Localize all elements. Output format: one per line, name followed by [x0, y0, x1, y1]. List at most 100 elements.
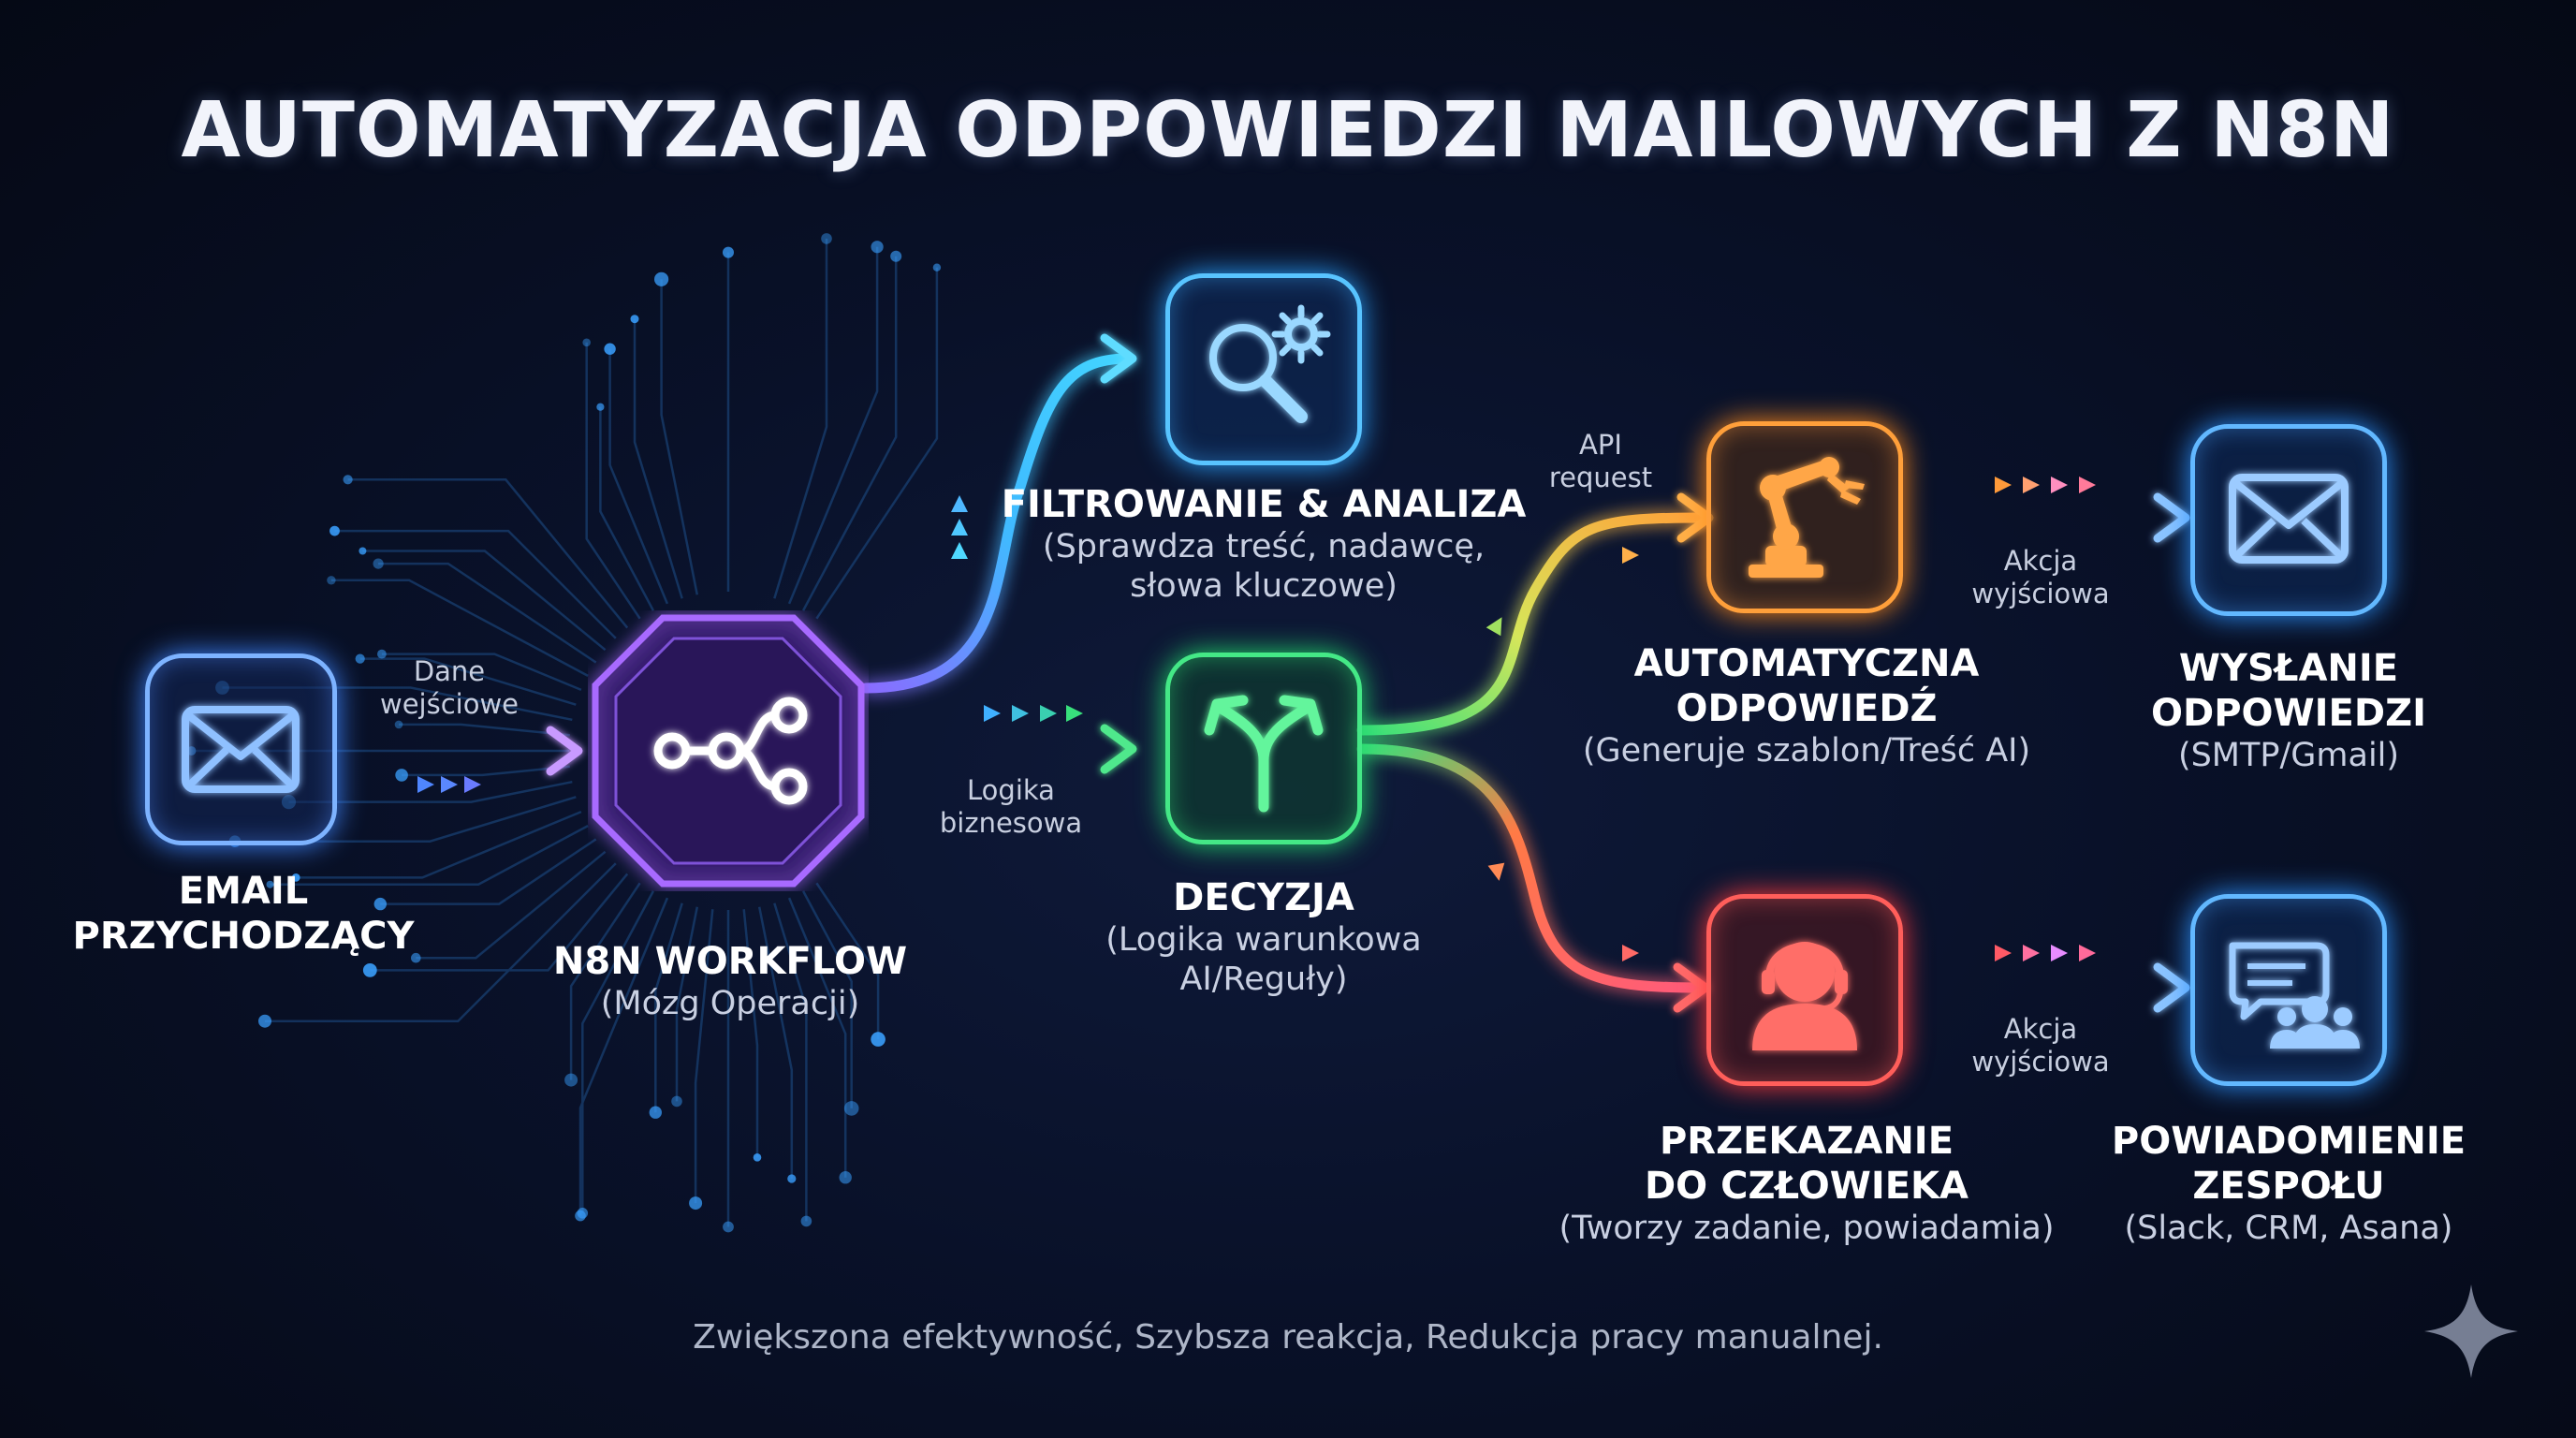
circuit-node-dot — [671, 1095, 682, 1108]
circuit-trace — [330, 579, 589, 678]
circuit-trace — [270, 824, 589, 886]
arrowhead-5 — [1673, 962, 1710, 1013]
flow-arrow-icon — [1487, 862, 1505, 881]
circuit-node-dot — [577, 1208, 589, 1219]
edge-label-output-action-1: Akcja wyjściowa — [1971, 545, 2110, 609]
flow-arrow-icon — [1040, 705, 1057, 722]
circuit-node-dot — [395, 769, 408, 782]
circuit-trace — [416, 850, 607, 960]
circuit-node-dot — [871, 1032, 886, 1047]
flow-arrow-icon — [2051, 945, 2068, 961]
sparkle-icon — [2424, 1284, 2518, 1378]
circuit-node-dot — [723, 1221, 734, 1233]
node-filter-analysis — [1165, 273, 1362, 465]
circuit-trace — [578, 897, 669, 1216]
node-n8n-workflow — [588, 610, 869, 891]
circuit-node-dot — [582, 338, 591, 347]
circuit-trace — [265, 862, 617, 1022]
circuit-trace — [694, 909, 714, 1204]
circuit-trace — [334, 529, 617, 639]
circuit-trace — [773, 238, 828, 599]
magnifier-gear-icon — [1209, 304, 1331, 423]
circuit-trace — [381, 653, 582, 692]
envelope-icon — [182, 706, 300, 793]
label-decision: DECYZJA (Logika warunkowa AI/Reguły) — [1105, 876, 1422, 998]
circuit-trace — [370, 873, 629, 972]
circuit-trace — [660, 279, 699, 595]
headset-person-icon — [1752, 942, 1857, 1050]
flow-arrow-icon — [2079, 945, 2096, 961]
flow-arrow-icon — [1066, 705, 1083, 722]
flow-arrow-icon — [441, 776, 458, 793]
circuit-node-dot — [327, 576, 336, 585]
label-email-incoming: EMAIL PRZYCHODZĄCY — [72, 870, 415, 958]
circuit-trace — [569, 882, 641, 1080]
flow-arrow-icon — [2079, 477, 2096, 493]
edge-label-input-data: Dane wejściowe — [379, 655, 520, 720]
circuit-trace — [815, 267, 939, 620]
circuit-trace — [757, 906, 794, 1179]
circuit-node-dot — [890, 250, 902, 262]
circuit-trace — [773, 902, 808, 1222]
n8n-nodes-icon — [653, 697, 808, 805]
circuit-trace — [787, 246, 879, 605]
circuit-node-dot — [411, 952, 421, 963]
circuit-node-dot — [843, 1101, 859, 1116]
circuit-trace — [296, 810, 582, 879]
circuit-trace — [608, 348, 669, 605]
circuit-trace — [402, 765, 570, 777]
circuit-node-dot — [373, 558, 384, 569]
flow-arrow-icon — [1622, 945, 1639, 961]
arrowhead-1 — [546, 726, 583, 776]
circuit-node-dot — [689, 1196, 703, 1211]
circuit-node-dot — [266, 880, 274, 888]
circuit-node-dot — [355, 653, 365, 664]
circuit-trace — [654, 902, 683, 1113]
flow-arrow-icon — [1995, 945, 2012, 961]
flow-arrow-icon — [2023, 945, 2040, 961]
arrowhead-6 — [2153, 492, 2190, 543]
flow-arrow-icon — [2051, 477, 2068, 493]
footer-tagline: Zwiększona efektywność, Szybsza reakcja,… — [693, 1318, 1883, 1357]
circuit-node-dot — [394, 720, 403, 729]
node-auto-reply — [1706, 421, 1903, 613]
circuit-node-dot — [932, 263, 942, 271]
node-decision — [1165, 653, 1362, 844]
page-title: AUTOMATYZACJA ODPOWIEDZI MAILOWYCH Z N8N — [181, 86, 2395, 175]
circuit-node-dot — [787, 1174, 797, 1183]
envelope-icon — [2229, 474, 2349, 564]
circuit-node-dot — [596, 403, 605, 411]
circuit-trace — [633, 318, 683, 599]
circuit-trace — [380, 838, 597, 905]
circuit-node-dot — [821, 233, 832, 244]
circuit-node-dot — [723, 246, 734, 258]
arrowhead-3 — [1100, 724, 1137, 774]
label-filter-analysis: FILTROWANIE & ANALIZA (Sprawdza treść, n… — [1001, 483, 1527, 605]
circuit-node-dot — [362, 963, 377, 977]
label-send-reply: WYSŁANIE ODPOWIEDZI (SMTP/Gmail) — [2151, 647, 2426, 774]
circuit-trace — [362, 550, 607, 652]
circuit-trace — [742, 909, 759, 1158]
circuit-node-dot — [564, 1073, 578, 1087]
edge-label-business-logic: Logika biznesowa — [939, 774, 1083, 839]
circuit-trace — [399, 723, 570, 737]
circuit-trace — [815, 882, 880, 1040]
circuit-node-dot — [800, 1215, 812, 1227]
edge-label-output-action-2: Akcja wyjściowa — [1971, 1013, 2110, 1078]
flow-arrow-icon — [951, 542, 968, 559]
connector-workflow-to-filter — [860, 353, 1134, 694]
circuit-node-dot — [377, 649, 387, 659]
circuit-node-dot — [649, 1106, 662, 1119]
circuit-trace — [787, 897, 847, 1178]
circuit-trace — [675, 906, 699, 1102]
label-team-notification: POWIADOMIENIE ZESPOŁU (Slack, CRM, Asana… — [2111, 1120, 2466, 1247]
label-n8n-workflow: N8N WORKFLOW (Mózg Operacji) — [552, 940, 908, 1022]
robot-arm-icon — [1749, 457, 1865, 578]
chat-team-icon — [2229, 942, 2360, 1049]
split-arrow-icon — [1204, 695, 1324, 813]
flow-arrow-icon — [951, 495, 968, 512]
flow-arrow-icon — [1622, 547, 1639, 564]
connector-decision-to-handoff — [1356, 743, 1705, 993]
circuit-trace — [581, 890, 655, 1213]
